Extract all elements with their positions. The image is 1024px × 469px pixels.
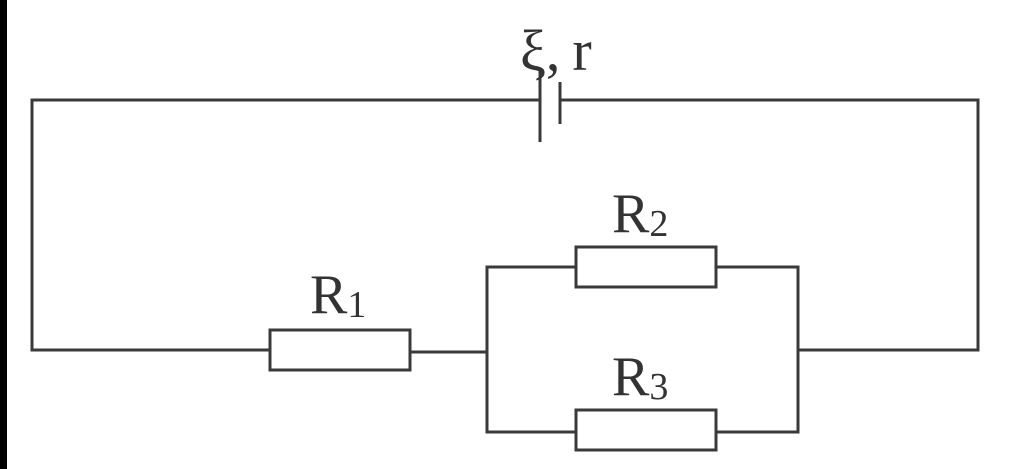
battery-label: ξ,r	[520, 18, 592, 83]
top-wire-right	[558, 98, 980, 352]
resistor-r3	[574, 408, 718, 452]
resistor-r2	[574, 245, 718, 289]
resistor-r1-letter: R	[310, 264, 348, 326]
emf-symbol: ξ	[520, 18, 546, 83]
resistor-r3-letter: R	[612, 346, 650, 408]
internal-resistance-symbol: r	[572, 18, 591, 83]
resistor-r3-label: R3	[612, 346, 668, 408]
resistor-r1	[268, 328, 412, 372]
resistor-r3-index: 3	[649, 366, 668, 408]
resistor-r1-index: 1	[347, 284, 366, 326]
resistor-r2-label: R2	[612, 183, 668, 245]
resistor-r2-letter: R	[612, 183, 650, 245]
resistor-r1-label: R1	[310, 264, 366, 326]
left-border-strip	[0, 0, 7, 469]
top-wire-left	[30, 98, 542, 352]
resistor-r2-index: 2	[649, 203, 668, 245]
label-separator: ,	[546, 18, 561, 83]
